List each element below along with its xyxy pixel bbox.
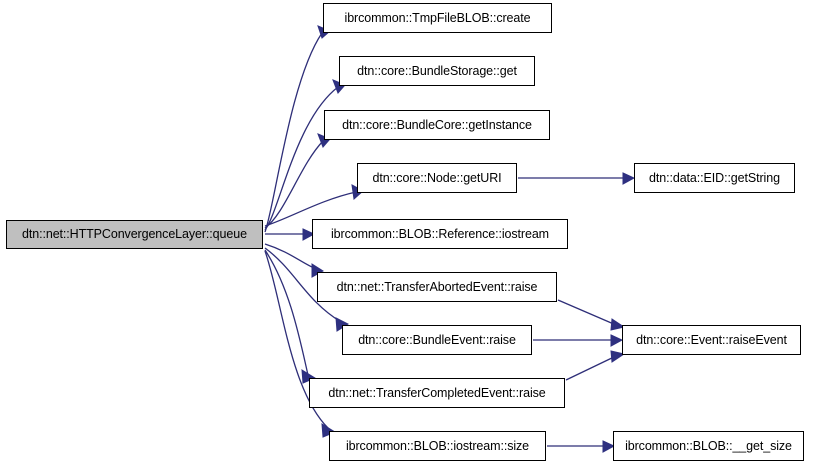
edge-node-geturi-to-eid-getstring	[518, 172, 636, 185]
graph-node-label: ibrcommon::TmpFileBLOB::create	[344, 10, 531, 25]
edge-bundleevent-to-raiseevent	[533, 334, 624, 347]
graph-node-blob-reference-iostream[interactable]: ibrcommon::BLOB::Reference::iostream	[312, 219, 568, 249]
graph-node-label: dtn::net::TransferCompletedEvent::raise	[328, 385, 546, 400]
graph-node-root[interactable]: dtn::net::HTTPConvergenceLayer::queue	[6, 220, 263, 249]
graph-node-label: dtn::core::BundleEvent::raise	[358, 332, 516, 347]
edge-transfercompletedevent-to-raiseevent	[565, 350, 626, 381]
edge-blob-iostream-size-to-get-size	[547, 440, 616, 453]
graph-node-label: dtn::core::BundleStorage::get	[357, 63, 517, 78]
graph-node-label: ibrcommon::BLOB::iostream::size	[345, 438, 530, 453]
edge-root-to-bundlestorage-get	[264, 79, 346, 231]
graph-node-bundleevent-raise[interactable]: dtn::core::BundleEvent::raise	[342, 325, 532, 355]
graph-node-tmpfileblob-create[interactable]: ibrcommon::TmpFileBLOB::create	[323, 3, 552, 33]
graph-node-label: dtn::core::BundleCore::getInstance	[342, 117, 532, 132]
graph-node-label: dtn::data::EID::getString	[649, 170, 780, 185]
graph-node-blob-get-size[interactable]: ibrcommon::BLOB::__get_size	[613, 431, 804, 461]
graph-node-label: ibrcommon::BLOB::Reference::iostream	[330, 226, 549, 241]
graph-node-label: ibrcommon::BLOB::__get_size	[625, 438, 792, 453]
edge-root-to-transfercompletedevent-raise	[264, 249, 317, 384]
graph-node-transferabortedevent-raise[interactable]: dtn::net::TransferAbortedEvent::raise	[317, 272, 557, 302]
edge-root-to-tmpfileblob-create	[264, 25, 331, 233]
graph-node-transfercompletedevent-raise[interactable]: dtn::net::TransferCompletedEvent::raise	[309, 378, 565, 408]
graph-node-label: dtn::core::Node::getURI	[372, 170, 502, 185]
graph-node-bundlestorage-get[interactable]: dtn::core::BundleStorage::get	[339, 56, 535, 86]
graph-node-label: dtn::net::HTTPConvergenceLayer::queue	[22, 227, 247, 242]
edge-root-to-bundlecore-getinstance	[264, 133, 331, 229]
graph-node-node-geturi[interactable]: dtn::core::Node::getURI	[357, 163, 517, 193]
graph-node-event-raiseevent[interactable]: dtn::core::Event::raiseEvent	[622, 325, 801, 355]
edge-transferabortedevent-to-raiseevent	[557, 299, 626, 331]
graph-node-eid-getstring[interactable]: dtn::data::EID::getString	[634, 163, 795, 193]
edge-root-to-blob-reference-iostream	[265, 228, 316, 241]
graph-node-blob-iostream-size[interactable]: ibrcommon::BLOB::iostream::size	[329, 431, 546, 461]
graph-node-label: dtn::net::TransferAbortedEvent::raise	[336, 279, 538, 294]
graph-node-bundlecore-getinstance[interactable]: dtn::core::BundleCore::getInstance	[324, 110, 550, 140]
graph-node-label: dtn::core::Event::raiseEvent	[636, 332, 787, 347]
